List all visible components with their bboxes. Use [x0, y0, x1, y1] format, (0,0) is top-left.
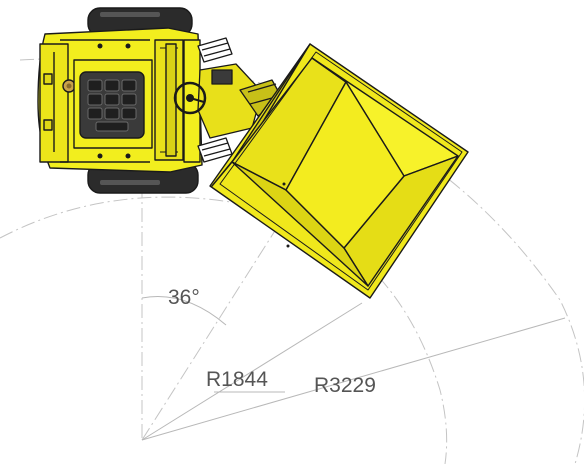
- angle-leg-line: [141, 214, 286, 441]
- outer-radius-leader: [141, 317, 566, 441]
- outer-radius-label: R3229: [314, 374, 376, 397]
- angle-arc: [141, 296, 227, 326]
- inner-radius-leader: [141, 302, 363, 441]
- dumper-skip: [209, 43, 469, 299]
- steering-wheel-icon: [173, 81, 207, 115]
- leader-lines: [141, 296, 566, 441]
- articulation-joint: [173, 37, 283, 163]
- angle-label: 36°: [168, 286, 200, 309]
- rear-chassis: [37, 7, 203, 194]
- inner-radius-label: R1844: [206, 368, 268, 391]
- seat-cushion-pattern: [87, 79, 137, 132]
